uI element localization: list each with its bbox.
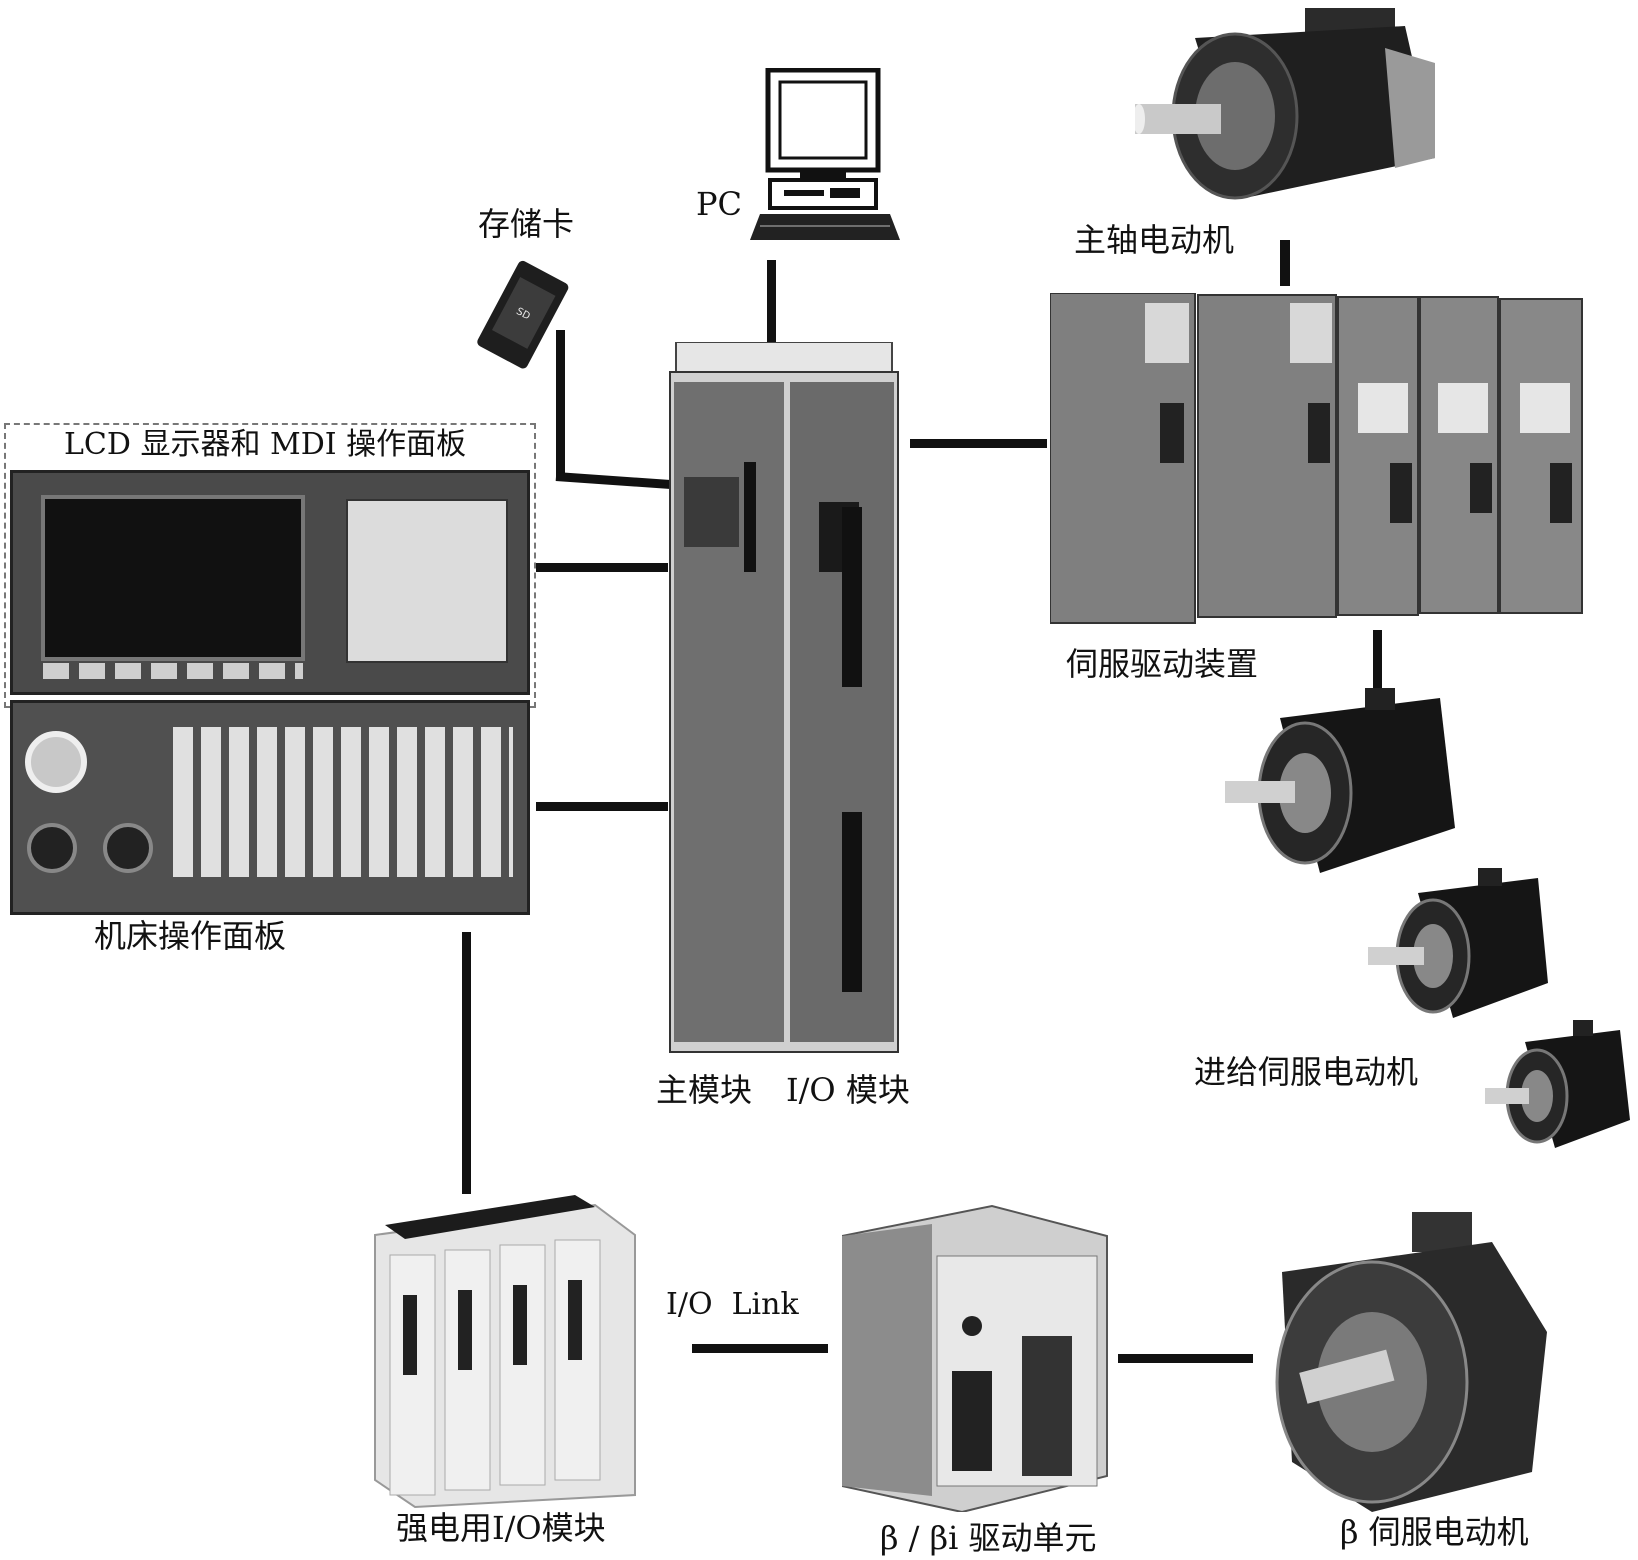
link-panel-cnc [536,802,668,811]
feed-servo-motor-3[interactable] [1485,1020,1635,1155]
link-spindle-servo [1280,240,1290,286]
power-io-module-label: 强电用I/O模块 [396,1509,606,1547]
cnc-unit-body [669,341,899,1053]
link-powerio-betadrive [692,1344,828,1353]
feed-override-knob[interactable] [27,823,77,873]
feed-servo-motor-2[interactable] [1368,868,1558,1023]
link-cnc-servo [910,439,1047,448]
power-io-module-stack [374,1195,636,1509]
pc-label: PC [696,185,743,223]
spindle-motor-device[interactable] [1133,8,1435,206]
lcd-mdi-label: LCD 显示器和 MDI 操作面板 [60,430,471,460]
cnc-unit[interactable] [664,341,904,1054]
link-pc-cnc [767,260,776,342]
soft-keys[interactable] [43,663,303,679]
emergency-stop-button[interactable] [25,731,87,793]
link-lcd-cnc [536,563,668,572]
servo-drive-rack [1049,292,1583,624]
feed-servo-motor-1[interactable] [1225,688,1465,878]
memory-card-label: 存储卡 [478,205,575,243]
servo-motor-icon [1133,8,1435,200]
servo-motor-icon [1275,1212,1547,1512]
link-servo-feedmotor [1373,630,1382,700]
feed-servo-motor-label: 进给伺服电动机 [1194,1053,1419,1091]
lcd-mdi-panel[interactable] [10,470,530,695]
pc-device[interactable] [750,67,900,246]
beta-servo-motor-device[interactable] [1262,1212,1552,1514]
beta-servo-motor-label: β 伺服电动机 [1340,1513,1529,1551]
link-betadrive-betamotor [1118,1354,1253,1363]
main-module-label: 主模块 [656,1071,753,1109]
servo-motor-icon [1225,688,1455,873]
machine-operator-panel[interactable] [10,700,530,915]
power-io-module-device[interactable] [365,1195,640,1510]
beta-drive-unit-label: β / βi 驱动单元 [880,1519,1097,1557]
link-card-cnc-v [556,330,565,480]
servo-drive-device[interactable] [1049,292,1585,625]
memory-card-icon: SD [477,260,569,369]
io-module-label: I/O 模块 [786,1071,910,1109]
panel-keys[interactable] [173,727,513,877]
desktop-computer-icon [750,67,900,240]
mdi-keypad[interactable] [346,499,508,663]
servo-motor-icon [1368,868,1548,1018]
servo-motor-icon [1485,1020,1630,1148]
spindle-motor-label: 主轴电动机 [1074,221,1235,259]
memory-card-device[interactable]: SD [470,258,570,383]
machine-panel-label: 机床操作面板 [94,917,287,955]
servo-drive-label: 伺服驱动装置 [1066,645,1259,683]
spindle-override-knob[interactable] [103,823,153,873]
beta-drive-unit-device[interactable] [841,1196,1112,1514]
lcd-screen [41,495,305,661]
io-link-label: I/O Link [666,1287,799,1322]
beta-drive-unit-body [841,1204,1108,1514]
link-panel-powerio [462,932,471,1194]
